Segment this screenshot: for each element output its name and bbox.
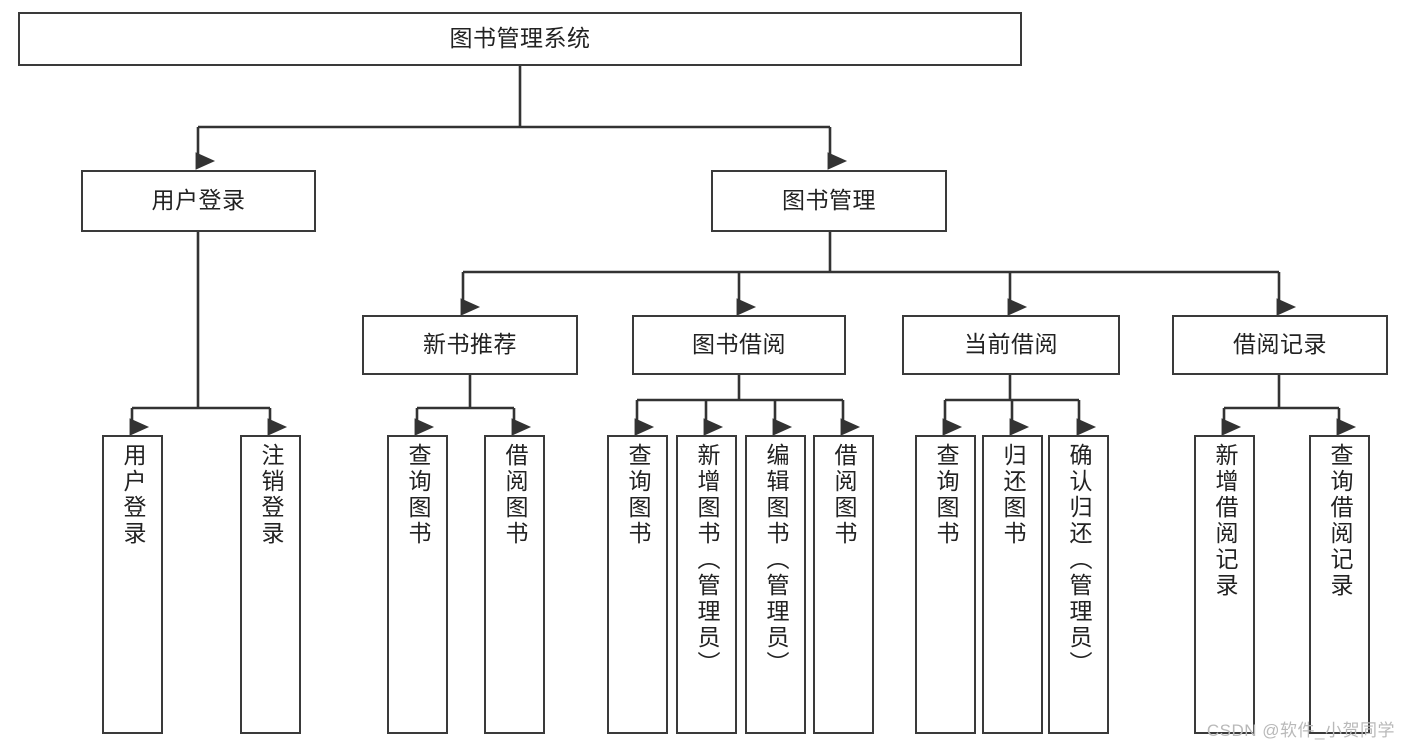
node-new-book-recommend[interactable]: 新书推荐 bbox=[362, 315, 578, 375]
node-label: 当前借阅 bbox=[964, 331, 1058, 358]
node-leaf-borrow-book-2[interactable]: 借阅图书 bbox=[813, 435, 874, 734]
node-label: 用户登录 bbox=[151, 187, 246, 214]
node-label: 查询图书 bbox=[625, 443, 651, 547]
node-leaf-edit-book[interactable]: 编辑图书（管理员） bbox=[745, 435, 806, 734]
node-label: 新增图书（管理员） bbox=[694, 443, 720, 677]
node-leaf-confirm-return[interactable]: 确认归还（管理员） bbox=[1048, 435, 1109, 734]
node-label: 图书借阅 bbox=[692, 331, 786, 358]
node-borrow-record[interactable]: 借阅记录 bbox=[1172, 315, 1388, 375]
node-leaf-add-book[interactable]: 新增图书（管理员） bbox=[676, 435, 737, 734]
node-label: 借阅图书 bbox=[502, 443, 528, 547]
node-leaf-borrow-book-1[interactable]: 借阅图书 bbox=[484, 435, 545, 734]
watermark-text: CSDN @软件_小贺同学 bbox=[1206, 721, 1395, 740]
node-label: 图书管理 bbox=[782, 187, 876, 214]
node-user-login[interactable]: 用户登录 bbox=[81, 170, 316, 232]
node-leaf-query-record[interactable]: 查询借阅记录 bbox=[1309, 435, 1370, 734]
node-leaf-add-record[interactable]: 新增借阅记录 bbox=[1194, 435, 1255, 734]
node-label: 编辑图书（管理员） bbox=[763, 443, 789, 677]
node-label: 借阅图书 bbox=[831, 443, 857, 547]
node-label: 新书推荐 bbox=[423, 331, 517, 358]
node-label: 查询借阅记录 bbox=[1327, 443, 1353, 599]
node-leaf-query-book-1[interactable]: 查询图书 bbox=[387, 435, 448, 734]
node-label: 注销登录 bbox=[258, 443, 284, 547]
node-leaf-query-book-2[interactable]: 查询图书 bbox=[607, 435, 668, 734]
node-label: 确认归还（管理员） bbox=[1066, 443, 1092, 677]
node-leaf-user-login[interactable]: 用户登录 bbox=[102, 435, 163, 734]
node-current-borrow[interactable]: 当前借阅 bbox=[902, 315, 1120, 375]
node-label: 新增借阅记录 bbox=[1212, 443, 1238, 599]
node-leaf-return-book[interactable]: 归还图书 bbox=[982, 435, 1043, 734]
node-leaf-logout[interactable]: 注销登录 bbox=[240, 435, 301, 734]
node-book-management[interactable]: 图书管理 bbox=[711, 170, 947, 232]
node-root-book-management-system[interactable]: 图书管理系统 bbox=[18, 12, 1022, 66]
node-label: 图书管理系统 bbox=[449, 25, 591, 52]
node-label: 查询图书 bbox=[405, 443, 431, 547]
node-label: 用户登录 bbox=[120, 443, 146, 547]
node-book-borrow[interactable]: 图书借阅 bbox=[632, 315, 846, 375]
node-label: 查询图书 bbox=[933, 443, 959, 547]
node-leaf-query-book-3[interactable]: 查询图书 bbox=[915, 435, 976, 734]
node-label: 归还图书 bbox=[1000, 443, 1026, 547]
node-label: 借阅记录 bbox=[1233, 331, 1327, 358]
